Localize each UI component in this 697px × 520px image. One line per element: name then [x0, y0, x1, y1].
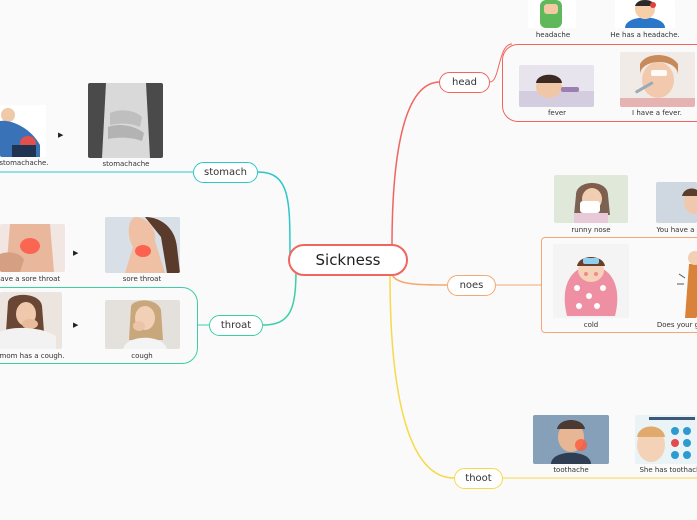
connector-head-sub	[489, 43, 513, 83]
stomachache-sentence-caption: stomachache.	[0, 159, 49, 167]
stomach-arrow-icon: ▶	[58, 131, 64, 139]
toothache-image[interactable]	[533, 415, 609, 464]
branch-thoot-label: thoot	[465, 473, 492, 484]
runny-nose-caption: runny nose	[571, 226, 611, 234]
mom-cough-caption: mom has a cough.	[0, 352, 65, 360]
branch-stomach-label: stomach	[204, 167, 247, 178]
he-has-headache-image[interactable]	[615, 0, 675, 28]
she-has-toothache-image[interactable]	[635, 415, 697, 464]
connector-stomach	[257, 171, 291, 256]
toothache-caption: toothache	[553, 466, 589, 474]
branch-throat[interactable]: throat	[209, 315, 263, 336]
central-topic-label: Sickness	[315, 251, 381, 269]
i-have-fever-caption: I have a fever.	[632, 109, 682, 117]
runny-nose-image[interactable]	[554, 175, 628, 223]
you-have-runny-caption: You have a r	[656, 226, 697, 234]
branch-stomach[interactable]: stomach	[193, 162, 258, 183]
branch-head[interactable]: head	[439, 72, 490, 93]
stomachache-sentence-image[interactable]	[0, 105, 46, 157]
sore-throat-arrow-icon: ▶	[73, 249, 79, 257]
stomachache-image[interactable]	[88, 83, 163, 158]
sore-throat-caption: sore throat	[122, 275, 162, 283]
sore-throat-image[interactable]	[105, 217, 180, 273]
branch-noes-label: noes	[459, 280, 484, 291]
connector-throat	[262, 269, 297, 326]
head-subgroup	[502, 44, 697, 122]
noes-subgroup	[541, 237, 697, 333]
connector-noes	[391, 273, 448, 286]
mom-cough-image[interactable]	[0, 292, 62, 349]
connector-thoot	[389, 275, 455, 479]
you-have-runny-image[interactable]	[656, 182, 697, 223]
stomachache-caption: stomachache	[102, 160, 150, 168]
fever-image[interactable]	[519, 65, 594, 107]
he-has-headache-caption: He has a headache.	[610, 31, 680, 39]
branch-thoot[interactable]: thoot	[454, 468, 503, 489]
she-has-toothache-caption: She has toothach	[639, 466, 697, 474]
fever-caption: fever	[547, 109, 567, 117]
headache-caption: headache	[535, 31, 571, 39]
cough-caption: cough	[131, 352, 153, 360]
headache-image[interactable]	[528, 0, 576, 28]
connector-head	[391, 81, 441, 247]
branch-head-label: head	[452, 77, 477, 88]
throat-subgroup	[0, 287, 198, 364]
cough-image[interactable]	[105, 300, 180, 349]
cold-caption: cold	[583, 321, 599, 329]
branch-throat-label: throat	[220, 320, 252, 331]
central-topic[interactable]: Sickness	[288, 244, 408, 276]
cold-image[interactable]	[553, 244, 629, 318]
sore-throat-sentence-image[interactable]	[0, 224, 65, 272]
does-your-caption: Does your g	[656, 321, 697, 329]
cough-arrow-icon: ▶	[73, 321, 79, 329]
sore-throat-sentence-caption: have a sore throat	[0, 275, 61, 283]
i-have-fever-image[interactable]	[620, 52, 695, 107]
branch-noes[interactable]: noes	[447, 275, 496, 296]
does-your-image[interactable]	[677, 244, 697, 318]
